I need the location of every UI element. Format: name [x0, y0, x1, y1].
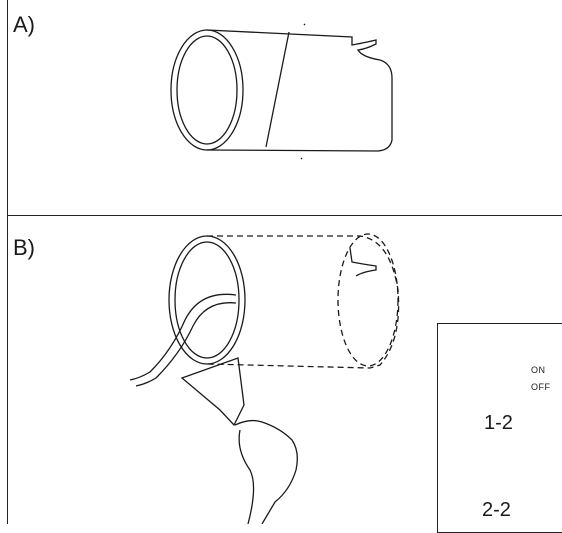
panel-b-cylinder — [129, 233, 400, 524]
cylinder-b-rim-outer — [168, 235, 246, 365]
step-1-label: 1-2 — [484, 412, 513, 434]
scraper-tool — [180, 357, 245, 427]
step-2-label: 2-2 — [482, 499, 511, 521]
panel-a-label: A) — [13, 12, 35, 37]
panel-divider — [7, 215, 562, 216]
cylinder-seam — [265, 31, 290, 148]
cylinder-front-rim-outer — [170, 29, 244, 151]
safety-inset-box — [437, 323, 562, 533]
switch-off-label: OFF — [531, 382, 551, 392]
cylinder-b-dashed-outline — [206, 235, 400, 369]
cable-inner — [135, 302, 237, 387]
cylinder-b-slot — [349, 247, 377, 277]
cylinder-front-rim-inner — [176, 35, 238, 145]
panel-b-label: B) — [13, 235, 35, 260]
mark-dot-top — [303, 23, 306, 26]
panel-a-cylinder — [170, 23, 393, 160]
cable-outer — [129, 293, 237, 381]
cylinder-b-rim-inner — [174, 241, 240, 359]
hand — [234, 419, 298, 524]
switch-on-label: ON — [531, 365, 546, 375]
cylinder-b-dashed-end — [337, 233, 399, 367]
frame-left-border — [7, 0, 8, 524]
cylinder-body-outline — [206, 29, 393, 152]
mark-dot-bottom — [300, 157, 303, 160]
